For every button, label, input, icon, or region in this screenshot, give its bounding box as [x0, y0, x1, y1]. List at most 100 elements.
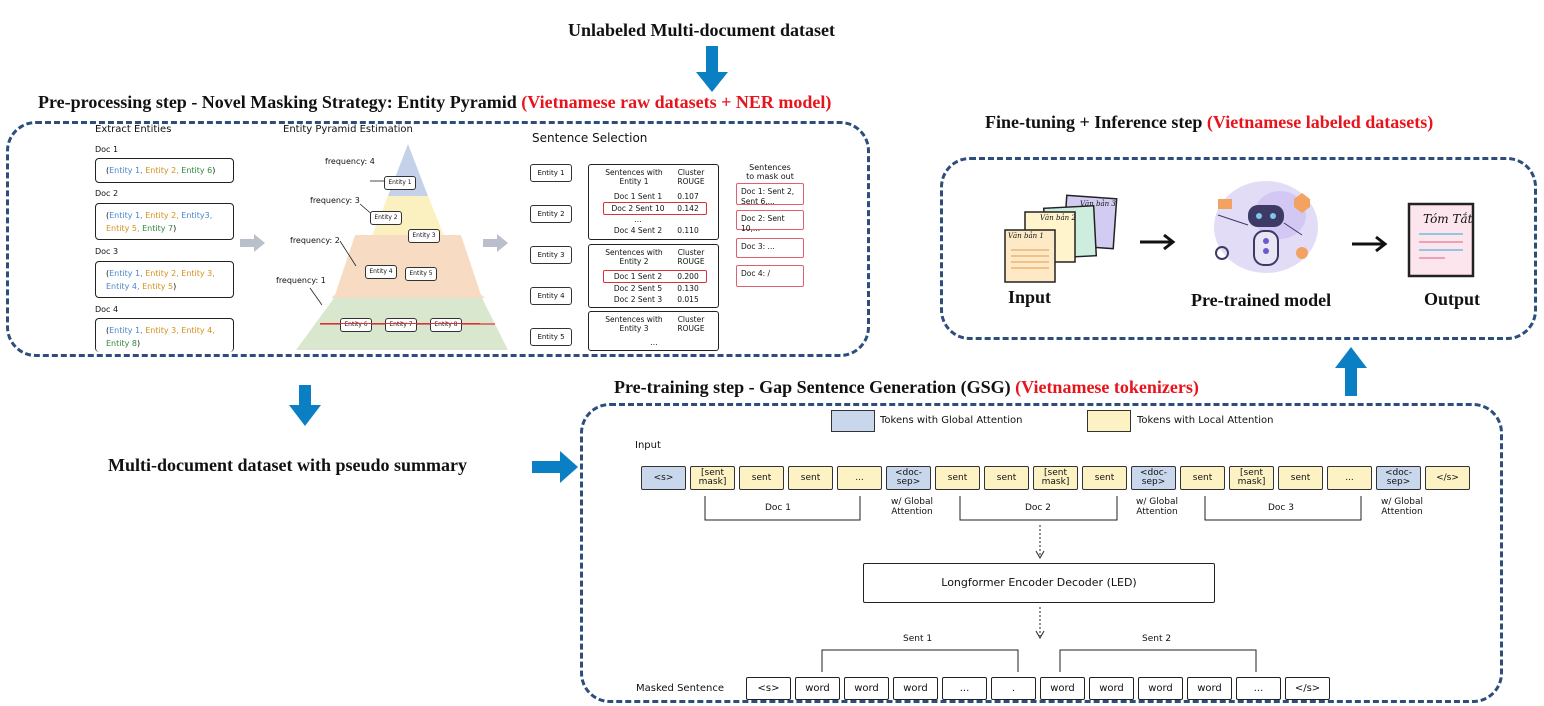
entity-text: Entity 2,: [145, 269, 179, 278]
mask-out-box: Doc 3: ...: [736, 238, 804, 258]
arrow-up-head: [1335, 347, 1367, 368]
pyramid-entity: Entity 1: [384, 176, 416, 190]
table-cell: Doc 1 Sent 2: [613, 272, 663, 281]
pyramid-level-2: [334, 235, 482, 298]
output-token: <s>: [746, 677, 791, 700]
doc-label: Doc 1: [95, 145, 119, 154]
finetune-title: Fine-tuning + Inference step (Vietnamese…: [985, 112, 1433, 133]
output-token: .: [991, 677, 1036, 700]
token: <s>: [641, 466, 686, 490]
arrow-right-icon: [1352, 235, 1388, 253]
doc-label: Doc 4: [95, 305, 119, 314]
robot-model-icon: [1214, 181, 1318, 273]
entity-button: Entity 1: [530, 164, 572, 182]
output-token: word: [893, 677, 938, 700]
entity-text: Entity 6: [181, 166, 213, 175]
preprocess-container: [6, 121, 870, 357]
preprocess-title-text: Pre-processing step - Novel Masking Stra…: [38, 92, 517, 112]
entity-text: Entity3,: [181, 211, 213, 220]
token: sent: [1082, 466, 1127, 490]
token: <doc-sep>: [1376, 466, 1421, 490]
token: <doc-sep>: [1131, 466, 1176, 490]
table-cell: 0.110: [677, 226, 699, 235]
table-cell: Doc 4 Sent 2: [613, 226, 663, 235]
table-cell: 0.130: [677, 284, 699, 293]
entity-text: Entity 4,: [181, 326, 215, 335]
entity-button: Entity 3: [530, 246, 572, 264]
entity-text: Entity 3,: [145, 326, 179, 335]
token: sent: [739, 466, 784, 490]
table-cell: 0.200: [677, 272, 699, 281]
output-token: word: [1187, 677, 1232, 700]
token: sent: [1180, 466, 1225, 490]
doc-label: Doc 3: [95, 247, 119, 256]
sent-label: Sent 2: [1142, 634, 1172, 644]
summary-tag: Tóm Tắt: [1423, 212, 1473, 226]
preprocess-title: Pre-processing step - Novel Masking Stra…: [38, 92, 831, 113]
top-title: Unlabeled Multi-document dataset: [568, 20, 835, 40]
pyramid-entity: Entity 3: [408, 229, 440, 243]
freq-label: frequency: 1: [276, 276, 326, 285]
pretrain-title-text: Pre-training step - Gap Sentence Generat…: [614, 377, 1011, 397]
entity-text: Entity 4,: [106, 282, 140, 291]
table-header: Sentences with Entity 3: [605, 315, 663, 333]
pretrain-container: [580, 403, 1503, 703]
entity-text: Entity 2,: [145, 211, 179, 220]
pyramid-entity: Entity 7: [385, 318, 417, 332]
table-cell: ...: [634, 215, 642, 224]
doc-tag: Văn bản 3: [1080, 200, 1116, 208]
token: ...: [1327, 466, 1372, 490]
model-label: Pre-trained model: [1191, 290, 1332, 310]
token: sent: [935, 466, 980, 490]
legend-global-swatch: [831, 410, 875, 432]
doc-entities-box: (Entity 1, Entity 2, Entity 3,Entity 4, …: [95, 261, 234, 298]
table-header: Cluster ROUGE: [677, 168, 705, 186]
output-summary-icon: [1407, 202, 1475, 278]
middle-label: Multi-document dataset with pseudo summa…: [108, 455, 468, 475]
doc-entities-box: (Entity 1, Entity 2, Entity3,Entity 5, E…: [95, 203, 234, 240]
doc-tag: Văn bản 1: [1008, 232, 1044, 240]
pyramid-entity: Entity 6: [340, 318, 372, 332]
table-cell: ...: [650, 338, 658, 347]
mask-out-box: Doc 1: Sent 2, Sent 6,...: [736, 183, 804, 206]
doc-bracket-label: Doc 1: [765, 503, 791, 513]
legend-local-swatch: [1087, 410, 1131, 432]
token: sent: [984, 466, 1029, 490]
highlight-row: [603, 270, 707, 283]
output-token: word: [844, 677, 889, 700]
grey-arrow-icon: [483, 234, 508, 252]
input-label: Input: [1008, 287, 1052, 307]
entity-text: Entity 2,: [145, 166, 179, 175]
output-token: word: [1089, 677, 1134, 700]
highlight-row: [603, 202, 707, 215]
table-cell: 0.015: [677, 295, 699, 304]
token: <doc-sep>: [886, 466, 931, 490]
table-cell: 0.107: [677, 192, 699, 201]
arrow-down-top: [706, 46, 718, 74]
pyramid-entity: Entity 2: [370, 211, 402, 225]
entity-button: Entity 4: [530, 287, 572, 305]
output-token: word: [795, 677, 840, 700]
grey-arrow-icon: [240, 234, 265, 252]
doc-label: Doc 2: [95, 189, 119, 198]
table-cell: Doc 1 Sent 1: [613, 192, 663, 201]
input-documents-icon: [1004, 194, 1118, 283]
output-token: ...: [942, 677, 987, 700]
table-header: Cluster ROUGE: [677, 315, 705, 333]
output-token: </s>: [1285, 677, 1330, 700]
doc-entities-box: (Entity 1, Entity 2, Entity 6): [95, 158, 234, 183]
freq-label: frequency: 4: [325, 157, 375, 166]
arrow-up: [1345, 366, 1357, 396]
finetune-title-text: Fine-tuning + Inference step: [985, 112, 1203, 132]
table-cell: Doc 2 Sent 5: [613, 284, 663, 293]
entity-button: Entity 5: [530, 328, 572, 346]
sentence-table: Sentences with Entity 3 Cluster ROUGE ..…: [588, 311, 719, 351]
input-seq-label: Input: [635, 440, 661, 451]
pyramid-entity: Entity 8: [430, 318, 462, 332]
pyramid-entity: Entity 5: [405, 267, 437, 281]
arrow-down-left: [299, 385, 311, 407]
token: sent: [788, 466, 833, 490]
mask-title: Sentences to mask out: [746, 163, 794, 181]
